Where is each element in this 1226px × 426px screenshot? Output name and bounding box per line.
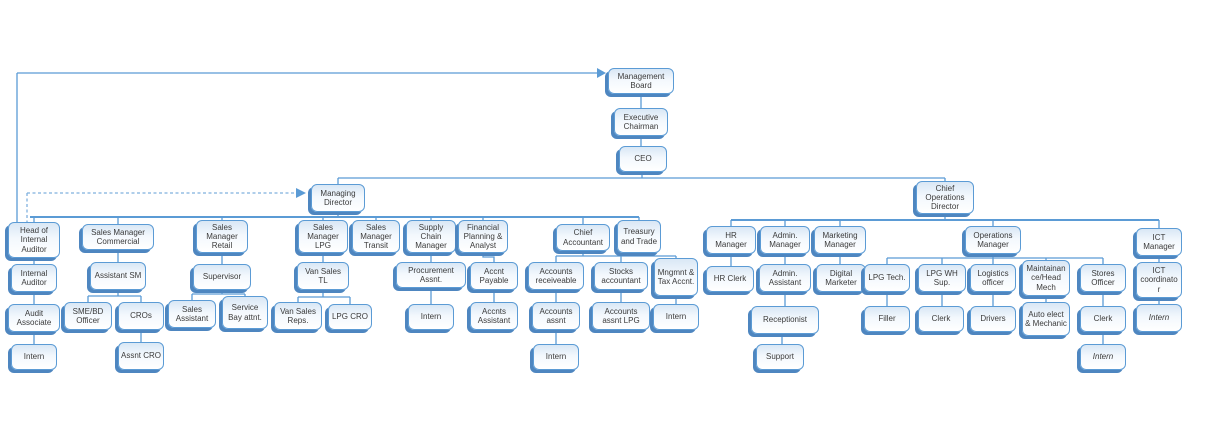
node-managing-director: Managing Director bbox=[311, 184, 365, 212]
node-stores-officer: Stores Officer bbox=[1080, 264, 1126, 292]
node-support: Support bbox=[756, 344, 804, 370]
node-accounts-receiveable: Accounts receiveable bbox=[528, 262, 584, 290]
node-chief-operations-director: Chief Operations Director bbox=[916, 181, 974, 214]
node-ict-manager: ICT Manager bbox=[1136, 228, 1182, 256]
node-financial-planning-analyst: Financial Planning & Analyst bbox=[458, 220, 508, 253]
node-hr-clerk: HR Clerk bbox=[706, 266, 754, 292]
node-cros: CROs bbox=[118, 302, 164, 330]
node-mngmnt-tax-accnt: Mngmnt & Tax Accnt. bbox=[654, 258, 698, 296]
node-sales-manager-commercial: Sales Manager Commercial bbox=[82, 224, 154, 250]
arrow-to-managing-director bbox=[296, 188, 306, 198]
arrow-to-management-board bbox=[597, 68, 606, 78]
node-auto-elect-mechanic: Auto elect & Mechanic bbox=[1022, 302, 1070, 336]
node-receptionist: Receptionist bbox=[751, 306, 819, 334]
node-ict-coordinator: ICT coordinator bbox=[1136, 262, 1182, 298]
node-marketing-manager: Marketing Manager bbox=[814, 226, 866, 254]
node-wh-clerk: Clerk bbox=[918, 306, 964, 332]
node-lpg-tech: LPG Tech. bbox=[864, 264, 910, 292]
node-van-sales-tl: Van Sales TL bbox=[297, 262, 349, 290]
node-treasury-and-trade: Treasury and Trade bbox=[617, 220, 661, 253]
node-chief-accountant: Chief Accountant bbox=[556, 224, 610, 251]
node-operations-manager: Operations Manager bbox=[965, 226, 1021, 254]
node-accounts-intern: Intern bbox=[533, 344, 579, 370]
node-supervisor: Supervisor bbox=[193, 264, 251, 290]
node-hr-manager: HR Manager bbox=[706, 226, 756, 254]
node-admin-manager: Admin. Manager bbox=[760, 226, 810, 254]
node-tax-intern: Intern bbox=[653, 304, 699, 330]
node-sme-bd-officer: SME/BD Officer bbox=[64, 302, 112, 330]
node-accnt-payable: Accnt Payable bbox=[470, 262, 518, 290]
node-procurement-intern: Intern bbox=[408, 304, 454, 330]
node-sales-manager-retail: Sales Manager Retail bbox=[196, 220, 248, 253]
node-ceo: CEO bbox=[619, 146, 667, 172]
node-audit-associate: Audit Associate bbox=[8, 304, 60, 332]
node-management-board: Management Board bbox=[608, 68, 674, 94]
node-stocks-accountant: Stocks accountant bbox=[594, 262, 648, 290]
node-filler: Filler bbox=[864, 306, 910, 332]
node-sales-manager-transit: Sales Manager Transit bbox=[352, 220, 400, 253]
node-executive-chairman: Executive Chairman bbox=[614, 108, 668, 136]
node-stores-clerk: Clerk bbox=[1080, 306, 1126, 332]
node-assnt-cro: Assnt CRO bbox=[118, 342, 164, 370]
node-audit-intern: Intern bbox=[11, 344, 57, 370]
node-assistant-sm: Assistant SM bbox=[90, 262, 146, 290]
node-lpg-wh-sup: LPG WH Sup. bbox=[918, 264, 966, 292]
node-digital-marketer: Digital Marketer bbox=[816, 264, 866, 292]
node-maintenance-head-mech: Maintainance/Head Mech bbox=[1022, 260, 1070, 296]
node-internal-auditor: Internal Auditor bbox=[11, 264, 57, 292]
node-procurement-assnt: Procurement Assnt. bbox=[396, 262, 466, 288]
node-sales-manager-lpg: Sales Manager LPG bbox=[298, 220, 348, 253]
node-service-bay-attnt: Service Bay attnt. bbox=[222, 296, 268, 329]
node-accounts-assnt: Accounts assnt bbox=[532, 302, 580, 330]
node-accnts-assistant: Accnts Assistant bbox=[470, 302, 518, 330]
node-admin-assistant: Admin. Assistant bbox=[759, 264, 811, 292]
node-van-sales-reps: Van Sales Reps. bbox=[274, 302, 322, 330]
node-lpg-cro: LPG CRO bbox=[328, 304, 372, 330]
node-logistics-officer: Logistics officer bbox=[970, 264, 1016, 292]
node-sales-assistant: Sales Assistant bbox=[168, 300, 216, 328]
node-accounts-assnt-lpg: Accounts assnt LPG bbox=[592, 302, 650, 330]
node-ict-intern: Intern bbox=[1136, 304, 1182, 332]
node-supply-chain-manager: Supply Chain Manager bbox=[406, 220, 456, 253]
node-drivers: Drivers bbox=[970, 306, 1016, 332]
node-stores-intern: Intern bbox=[1080, 344, 1126, 370]
node-head-internal-auditor: Head of Internal Auditor bbox=[8, 222, 60, 258]
